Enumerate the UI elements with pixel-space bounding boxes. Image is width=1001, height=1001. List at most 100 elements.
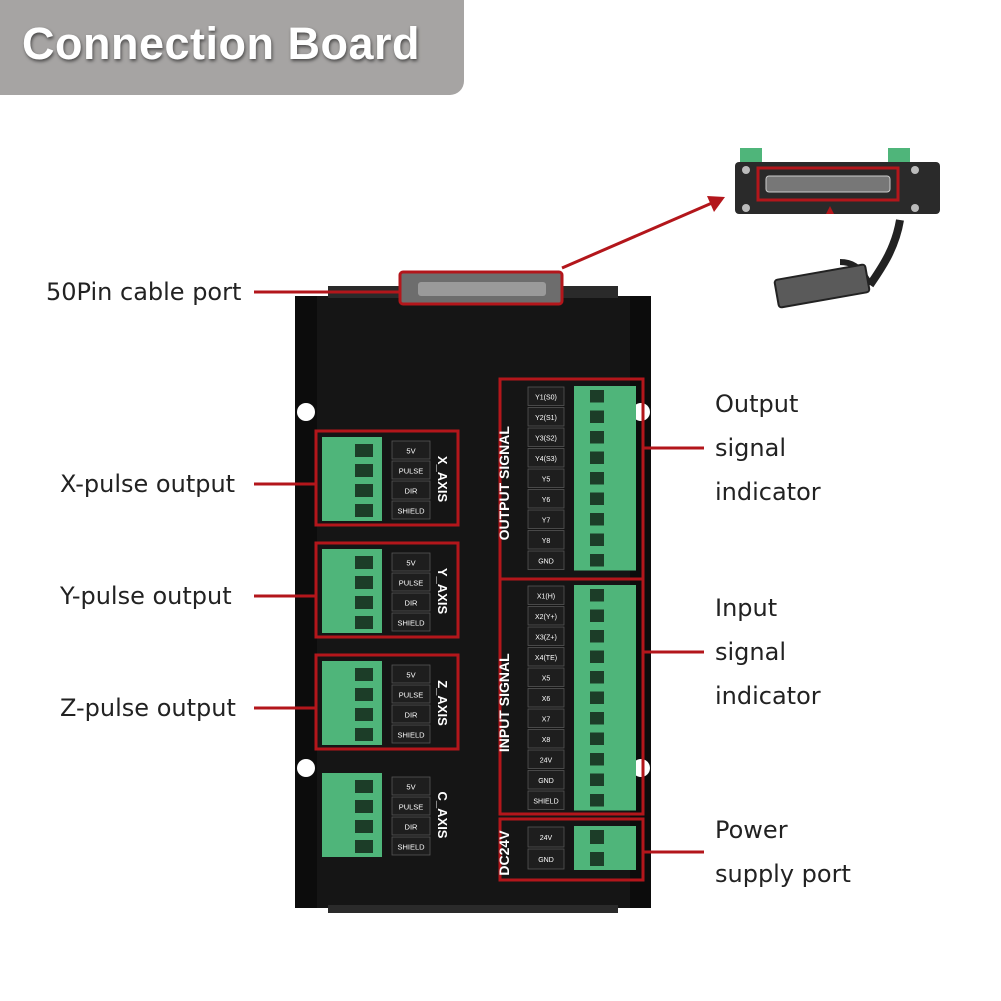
pin-label-box bbox=[527, 688, 565, 708]
inset-terminal-right bbox=[888, 148, 910, 164]
pin-label-box bbox=[527, 848, 565, 870]
pin-label: X3(Z+) bbox=[535, 634, 557, 641]
callout-leaders bbox=[254, 290, 704, 854]
pin-label: X4(TE) bbox=[535, 655, 557, 662]
signal-name: OUTPUT SIGNAL bbox=[496, 426, 512, 541]
terminal-screw bbox=[590, 533, 604, 546]
terminal-block bbox=[574, 386, 636, 571]
pin-label: X2(Y+) bbox=[535, 614, 557, 621]
signal-name: INPUT SIGNAL bbox=[496, 653, 512, 752]
terminal-screw bbox=[355, 444, 373, 457]
callout-output-line2: signal bbox=[715, 434, 786, 462]
pin-label: PULSE bbox=[399, 579, 424, 588]
pin-label: DIR bbox=[405, 711, 419, 720]
terminal-screw bbox=[590, 609, 604, 622]
pin-label-box bbox=[391, 552, 431, 572]
callout-input-line3: indicator bbox=[715, 682, 821, 710]
terminal-screw bbox=[590, 513, 604, 526]
input-signal-block: X1(H)X2(Y+)X3(Z+)X4(TE)X5X6X7X824VGNDSHI… bbox=[496, 585, 636, 811]
terminal-screw bbox=[590, 830, 604, 844]
pin-label-box bbox=[527, 407, 565, 427]
terminal-screw bbox=[590, 671, 604, 684]
terminal-screw bbox=[590, 410, 604, 423]
pin-label-box bbox=[391, 684, 431, 704]
pin-label: PULSE bbox=[399, 467, 424, 476]
callout-z-pulse: Z-pulse output bbox=[60, 694, 236, 722]
axis-blocks: 5VPULSEDIRSHIELDX_AXIS5VPULSEDIRSHIELDY_… bbox=[322, 437, 450, 857]
pin-label: Y6 bbox=[542, 497, 551, 504]
pin-label: Y5 bbox=[542, 476, 551, 483]
callout-x-pulse: X-pulse output bbox=[60, 470, 236, 498]
pin-label-box bbox=[527, 770, 565, 790]
terminal-screw bbox=[355, 780, 373, 793]
inset-port-highlight bbox=[756, 166, 900, 202]
pin-label: Y3(S2) bbox=[535, 435, 557, 442]
x-axis-frame bbox=[314, 429, 460, 527]
pin-label-box bbox=[391, 592, 431, 612]
inset-cable bbox=[866, 219, 904, 288]
pin-label-box bbox=[391, 664, 431, 684]
pin-label: PULSE bbox=[399, 691, 424, 700]
callout-arrow-head bbox=[707, 196, 725, 212]
pin-label: SHIELD bbox=[397, 619, 425, 628]
pin-label-box bbox=[391, 572, 431, 592]
terminal-screw bbox=[590, 492, 604, 505]
inset-cable-photo bbox=[735, 148, 940, 309]
pin-label: 5V bbox=[406, 559, 415, 568]
input-signal-frame bbox=[498, 577, 645, 816]
terminal-screw bbox=[590, 554, 604, 567]
terminal-screw bbox=[355, 800, 373, 813]
pin-label: SHIELD bbox=[397, 731, 425, 740]
terminal-screw bbox=[590, 390, 604, 403]
power-block: 24V GND DC24V bbox=[496, 826, 636, 876]
pin-label-box bbox=[527, 427, 565, 447]
pin-label: X8 bbox=[542, 737, 551, 744]
terminal-screw bbox=[590, 712, 604, 725]
power-frame bbox=[498, 817, 645, 882]
signal-blocks: Y1(S0)Y2(S1)Y3(S2)Y4(S3)Y5Y6Y7Y8GNDOUTPU… bbox=[496, 386, 636, 876]
inset-cable-plug bbox=[773, 263, 871, 309]
callout-input-line2: signal bbox=[715, 638, 786, 666]
terminal-screw bbox=[590, 589, 604, 602]
pin-label: GND bbox=[538, 857, 554, 864]
terminal-screw bbox=[590, 773, 604, 786]
terminal-screw bbox=[355, 556, 373, 569]
pin-label-box bbox=[527, 667, 565, 687]
callout-output-line1: Output bbox=[715, 390, 799, 418]
pin-label-box bbox=[527, 749, 565, 769]
terminal-screw bbox=[355, 820, 373, 833]
terminal-block bbox=[574, 585, 636, 811]
terminal-screw bbox=[590, 753, 604, 766]
pin-label: Y4(S3) bbox=[535, 456, 557, 463]
pin-label-box bbox=[391, 724, 431, 744]
terminal-screw bbox=[355, 616, 373, 629]
axis-name: Y_AXIS bbox=[435, 568, 450, 615]
pin-label-box bbox=[391, 704, 431, 724]
terminal-screw bbox=[355, 464, 373, 477]
pin-label-box bbox=[391, 796, 431, 816]
pin-label-box bbox=[527, 509, 565, 529]
terminal-screw bbox=[355, 688, 373, 701]
pin-label: Y8 bbox=[542, 538, 551, 545]
callout-power-line1: Power bbox=[715, 816, 788, 844]
pin-label-box bbox=[527, 448, 565, 468]
pin-label-box bbox=[527, 585, 565, 605]
pin-label: DIR bbox=[405, 487, 419, 496]
pin-label-box bbox=[527, 606, 565, 626]
pin-label: X5 bbox=[542, 675, 551, 682]
pin-label-box bbox=[527, 550, 565, 570]
callout-power-line2: supply port bbox=[715, 860, 851, 888]
pin-label: X7 bbox=[542, 716, 551, 723]
pin-label-box bbox=[527, 790, 565, 810]
pin-label-box bbox=[527, 647, 565, 667]
page-title: Connection Board bbox=[22, 18, 420, 69]
pin-label-box bbox=[527, 626, 565, 646]
pin-label: DIR bbox=[405, 823, 419, 832]
terminal-screw bbox=[355, 504, 373, 517]
terminal-screw bbox=[590, 852, 604, 866]
pin-label: 5V bbox=[406, 671, 415, 680]
signal-name: DC24V bbox=[496, 830, 512, 876]
pin-label: 24V bbox=[540, 835, 553, 842]
